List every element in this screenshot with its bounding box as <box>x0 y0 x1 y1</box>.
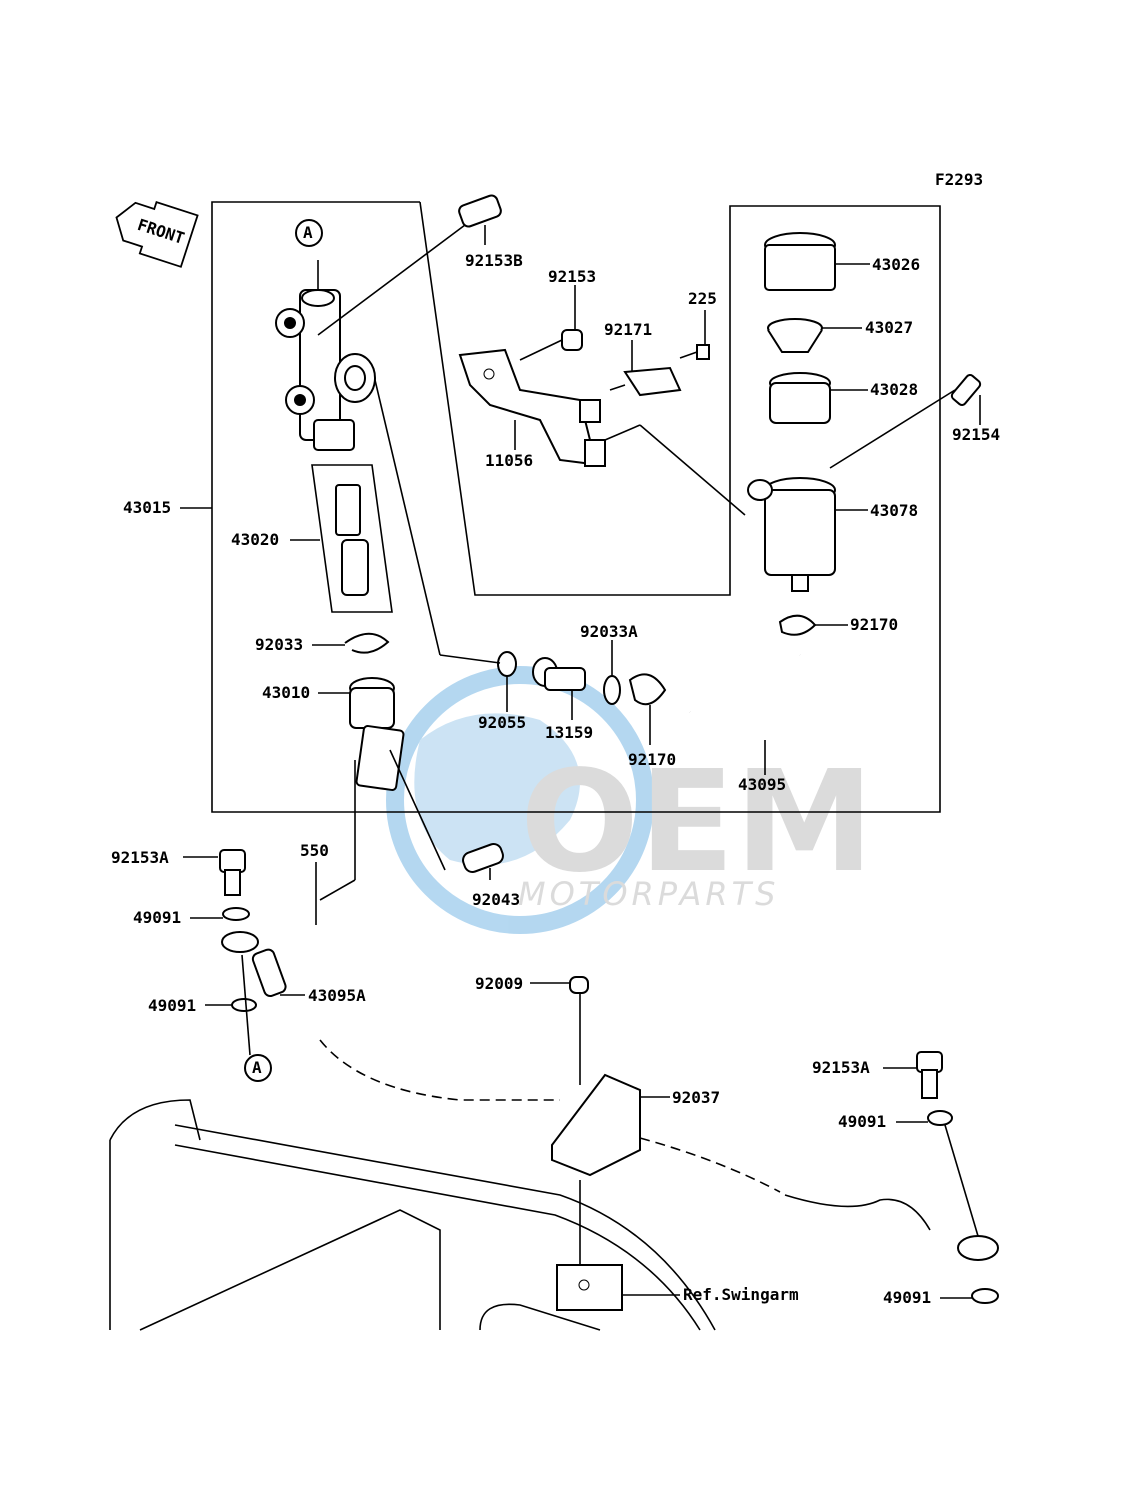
label-43095A: 43095A <box>308 986 366 1005</box>
watermark-text: MOTORPARTS <box>518 875 779 913</box>
connector-a-bottom: A <box>252 1058 262 1077</box>
label-92153A-right: 92153A <box>812 1058 870 1077</box>
label-49091-a: 49091 <box>133 908 181 927</box>
clip-92171 <box>623 366 682 397</box>
label-550: 550 <box>300 841 329 860</box>
label-92170-bottom: 92170 <box>628 750 676 769</box>
label-43015: 43015 <box>123 498 171 517</box>
hose-guide-92037 <box>551 976 641 1177</box>
label-92055: 92055 <box>478 713 526 732</box>
label-49091-c: 49091 <box>838 1112 886 1131</box>
label-43027: 43027 <box>865 318 913 337</box>
label-92153A-left: 92153A <box>111 848 169 867</box>
label-43095: 43095 <box>738 775 786 794</box>
clamp-92170-a <box>628 673 667 706</box>
circlip-92033A <box>603 675 621 705</box>
push-rod-43010 <box>349 677 405 791</box>
label-43010: 43010 <box>262 683 310 702</box>
figure-code: F2293 <box>935 170 983 189</box>
label-92037: 92037 <box>672 1088 720 1107</box>
piston-kit <box>311 464 393 613</box>
brake-line-left <box>319 1039 560 1101</box>
label-92153: 92153 <box>548 267 596 286</box>
clamp-92170-b <box>778 614 817 636</box>
label-43026: 43026 <box>872 255 920 274</box>
label-92171: 92171 <box>604 320 652 339</box>
master-cylinder-body: A <box>275 219 376 451</box>
bolt-92154 <box>950 374 982 406</box>
connector-a-top: A <box>303 223 313 242</box>
pin-92043 <box>462 843 504 873</box>
banjo-right <box>916 1051 999 1304</box>
banjo-left: A <box>219 849 287 1082</box>
label-11056: 11056 <box>485 451 533 470</box>
label-225: 225 <box>688 289 717 308</box>
label-92154: 92154 <box>952 425 1000 444</box>
part-labels: 92153B 92153 92171 225 11056 43026 43027… <box>111 251 1000 1307</box>
label-92153B: 92153B <box>465 251 523 270</box>
label-92009: 92009 <box>475 974 523 993</box>
watermark: OEM MOTORPARTS <box>386 666 874 934</box>
circlip-92033 <box>344 632 390 654</box>
label-92043: 92043 <box>472 890 520 909</box>
oring-92055 <box>497 651 517 677</box>
label-49091-b: 49091 <box>148 996 196 1015</box>
label-49091-d: 49091 <box>883 1288 931 1307</box>
label-13159: 13159 <box>545 723 593 742</box>
bolt-92153 <box>561 329 583 351</box>
label-43020: 43020 <box>231 530 279 549</box>
assembly-brackets <box>211 201 941 813</box>
hose-43095 <box>687 653 820 747</box>
label-43078: 43078 <box>870 501 918 520</box>
label-92033A: 92033A <box>580 622 638 641</box>
screw-225 <box>696 344 710 360</box>
fitting-13159 <box>532 657 586 691</box>
reservoir-assembly <box>747 232 836 592</box>
label-92170-top: 92170 <box>850 615 898 634</box>
bracket-11056 <box>458 329 710 467</box>
front-arrow-icon: FRONT <box>115 200 199 268</box>
brake-line-right <box>639 1137 781 1193</box>
hose-right <box>784 1194 931 1231</box>
label-92033: 92033 <box>255 635 303 654</box>
watermark-logo: OEM <box>520 741 874 904</box>
label-ref-swingarm: Ref.Swingarm <box>683 1285 799 1304</box>
screw-92009 <box>569 976 589 994</box>
leader-lines <box>180 224 981 1299</box>
label-43028: 43028 <box>870 380 918 399</box>
bolt-92153B <box>458 194 502 228</box>
swingarm-outline <box>109 1099 716 1331</box>
